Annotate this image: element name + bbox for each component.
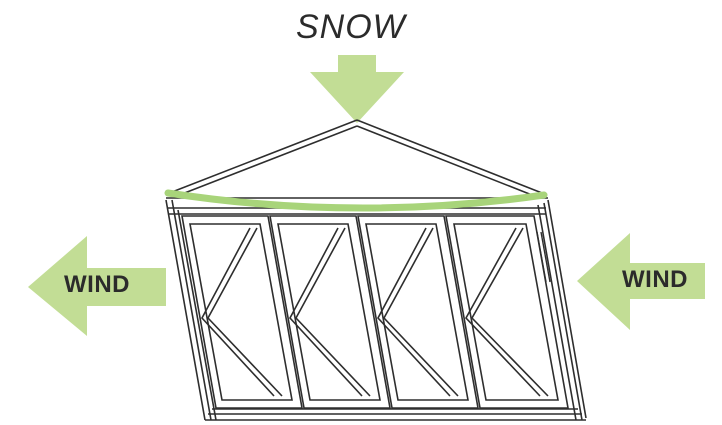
- deflection-curve: [164, 189, 548, 212]
- window-panel: [181, 215, 303, 409]
- door-handle: [536, 231, 551, 283]
- wind-left-arrow-icon: [28, 236, 166, 336]
- wind-right-label: WIND: [622, 266, 688, 293]
- snow-arrow-icon: [310, 55, 404, 123]
- window-panel: [445, 215, 569, 409]
- outer-frame: [165, 199, 587, 421]
- wind-left-label: WIND: [64, 271, 130, 298]
- window-panel: [357, 215, 479, 409]
- roof-cables: [171, 119, 543, 196]
- window-panel: [269, 215, 391, 409]
- wind-right-arrow-icon: [577, 233, 705, 330]
- snow-label: SNOW: [296, 8, 406, 46]
